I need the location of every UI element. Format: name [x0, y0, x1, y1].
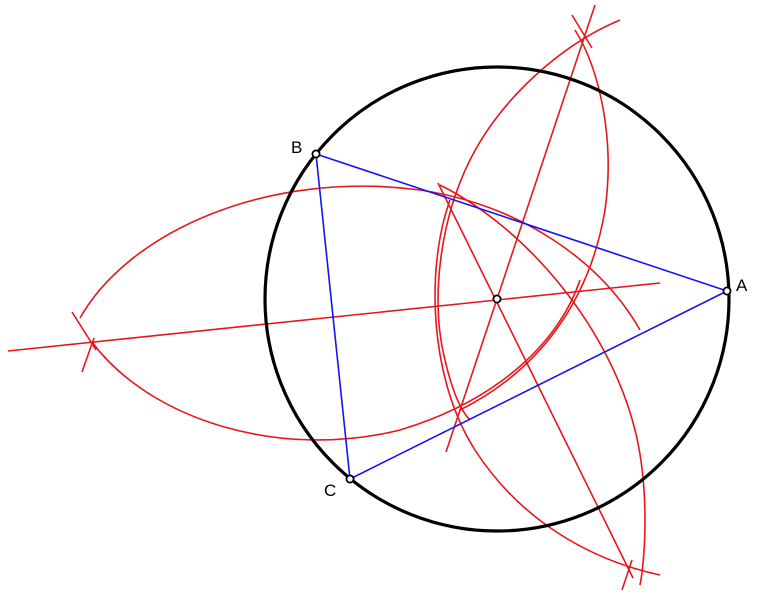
point-a: [722, 286, 732, 296]
arc-from-a-through-c: [439, 184, 646, 586]
circumcircle: [263, 65, 731, 533]
tick-bottom-intersection: [621, 559, 633, 591]
label-c: C: [324, 481, 336, 500]
perpendicular-bisectors: [7, 4, 661, 591]
point-c: [345, 474, 355, 484]
arc-from-c-through-a: [434, 199, 661, 576]
triangle-abc: [315, 152, 730, 481]
arc-from-b-through-c: [91, 279, 581, 441]
bisector-ab: [445, 4, 596, 453]
point-circumcenter: [492, 294, 502, 304]
tick-top-intersection: [571, 14, 593, 49]
label-a: A: [736, 276, 748, 295]
tick-left-intersection-2: [81, 337, 95, 373]
point-b: [311, 149, 321, 159]
bisector-ac: [437, 182, 634, 579]
arc-from-a-through-b: [459, 29, 609, 411]
construction-arcs: [79, 19, 661, 586]
label-b: B: [291, 138, 302, 157]
points: [311, 149, 732, 484]
arc-from-b-through-a: [437, 19, 621, 421]
arc-from-c-through-b: [79, 185, 641, 331]
bisector-bc: [7, 282, 661, 352]
